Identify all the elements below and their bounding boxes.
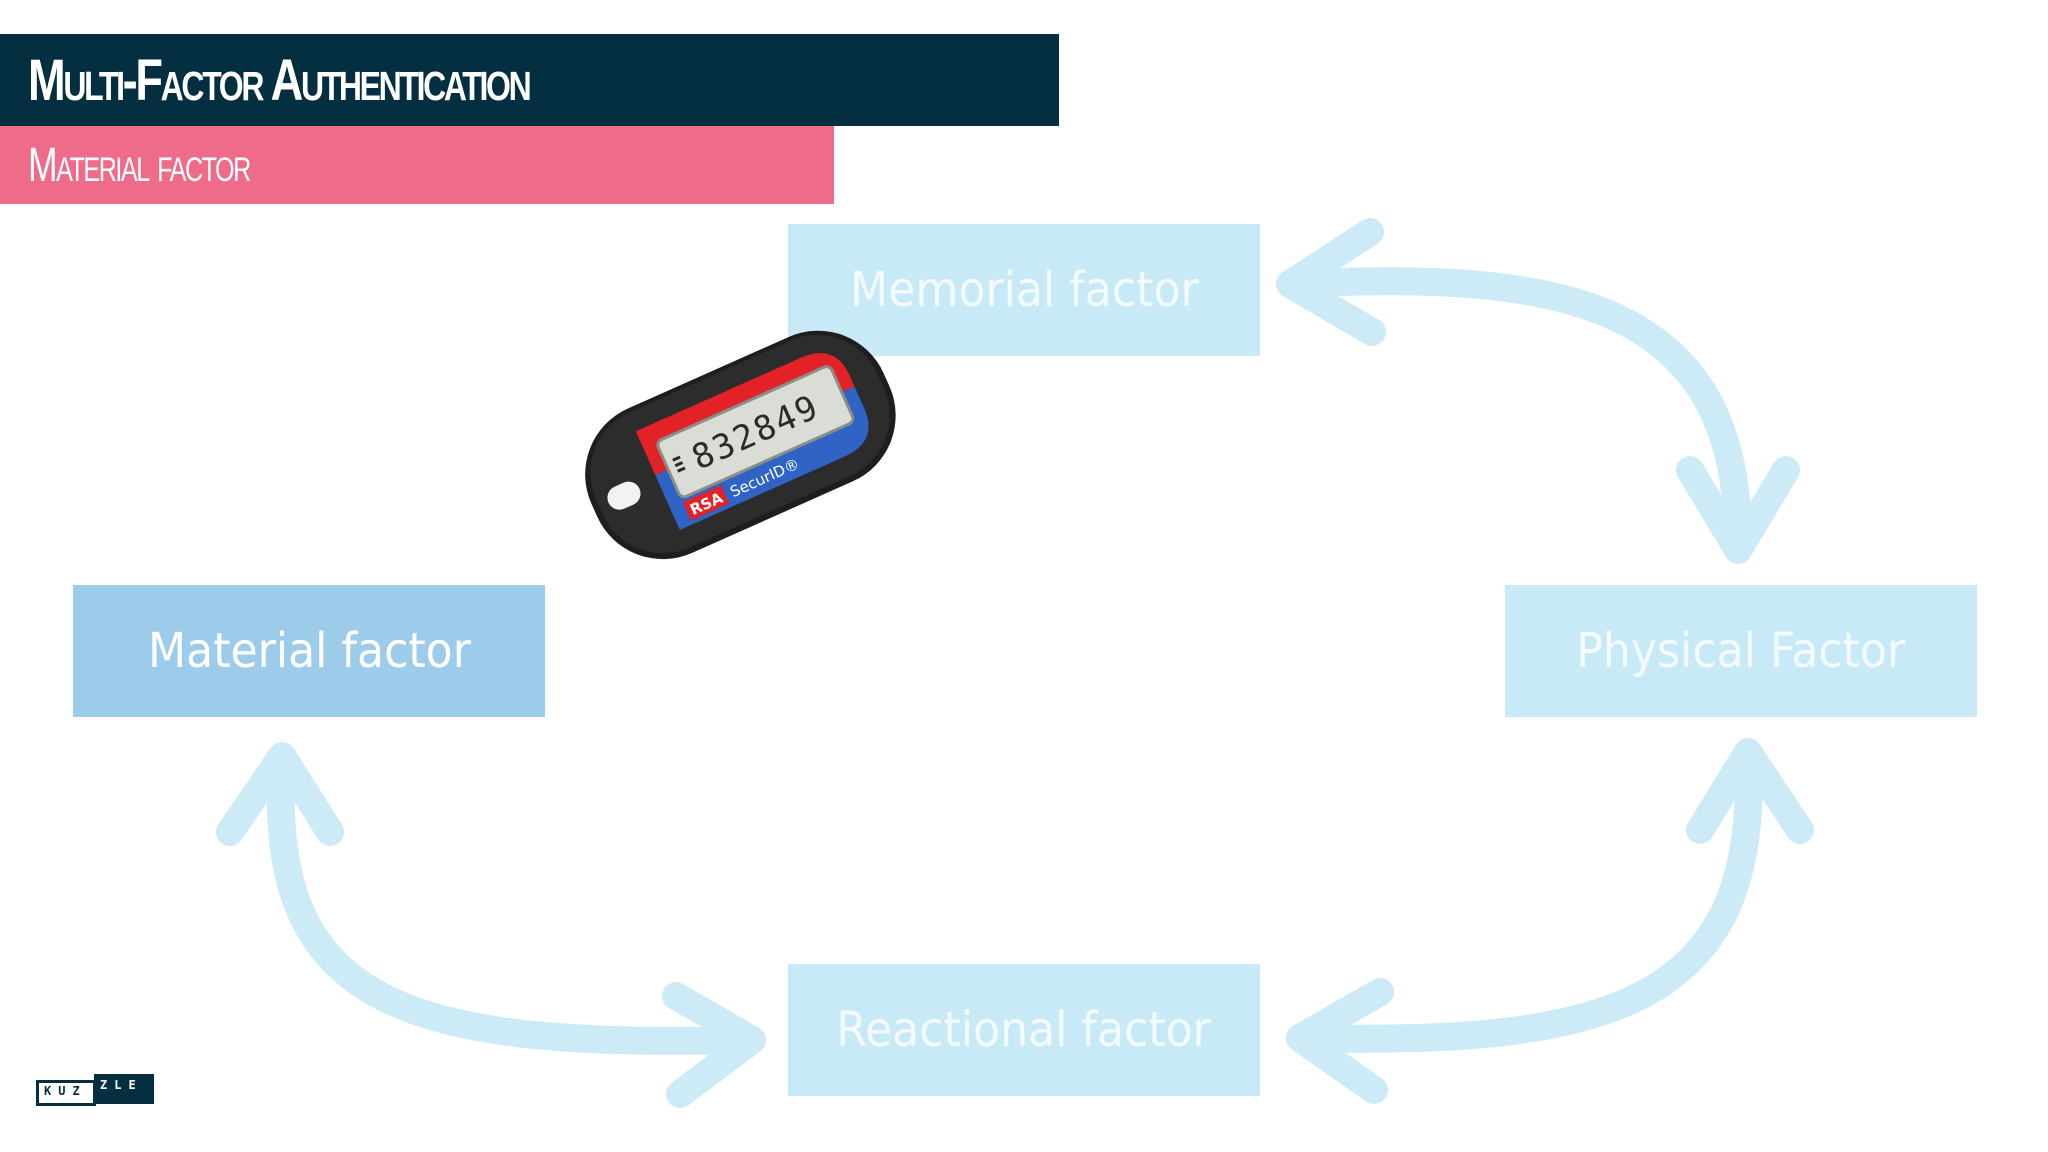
title-bar: Multi-Factor Authentication xyxy=(0,34,1059,126)
page-title: Multi-Factor Authentication xyxy=(28,47,532,113)
kuzzle-logo: KUZ ZLE xyxy=(36,1074,154,1112)
factor-label: Material factor xyxy=(147,623,471,679)
token-lcd xyxy=(656,365,855,499)
subtitle-bar: Material factor xyxy=(0,126,834,204)
arrow-memorial-physical xyxy=(1276,267,1753,559)
factor-label: Physical Factor xyxy=(1576,623,1906,679)
token-rsa-badge xyxy=(682,485,730,521)
token-keyhole-icon xyxy=(607,481,641,510)
arrowhead-physical-icon xyxy=(1676,456,1800,564)
page-subtitle: Material factor xyxy=(28,138,251,192)
logo-right-block xyxy=(94,1074,154,1104)
arrowhead-memorial-icon xyxy=(1276,218,1386,346)
factor-label: Memorial factor xyxy=(849,262,1199,318)
factor-box-memorial: Memorial factor xyxy=(788,224,1260,356)
factor-box-reactional: Reactional factor xyxy=(788,964,1260,1096)
arrowhead-reactional-right-icon xyxy=(1286,978,1394,1104)
factor-box-material: Material factor xyxy=(73,585,545,717)
arrow-material-reactional xyxy=(266,746,766,1055)
logo-left-block xyxy=(36,1080,96,1106)
logo-text-right: ZLE xyxy=(100,1078,143,1092)
arrow-physical-reactional xyxy=(1286,746,1763,1053)
arrowhead-physical-bottom-icon xyxy=(1686,738,1814,844)
factor-label: Reactional factor xyxy=(836,1002,1212,1058)
arrowhead-reactional-left-icon xyxy=(662,982,766,1108)
factor-box-physical: Physical Factor xyxy=(1505,585,1977,717)
arrowhead-material-icon xyxy=(216,742,344,846)
rsa-securid-token-image: 832849 RSA SecurID® xyxy=(572,308,908,580)
logo-text-left: KUZ xyxy=(44,1084,87,1098)
